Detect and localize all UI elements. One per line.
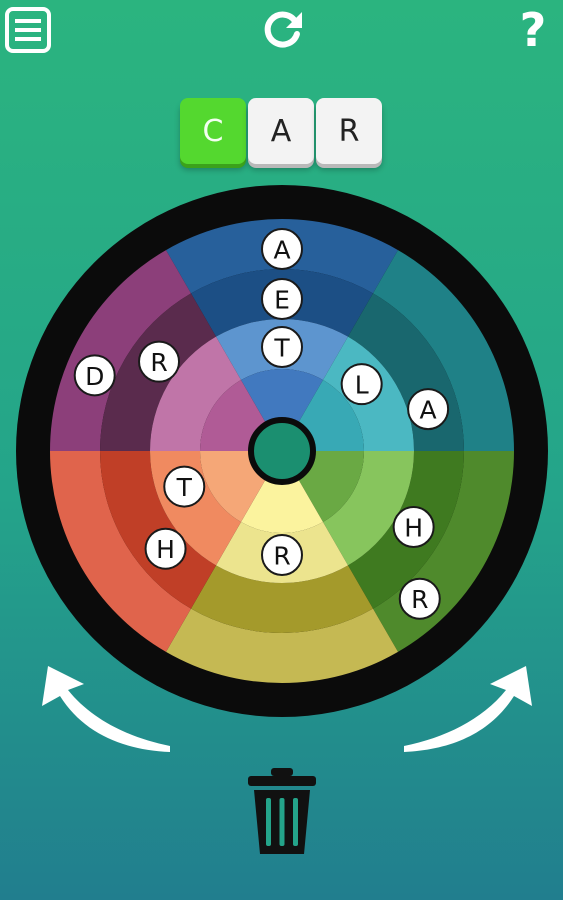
letter-token-circle [407,388,450,431]
wheel-segment-green-2[interactable] [323,451,414,566]
curved-arrow-right-icon [404,666,532,752]
letter-token[interactable]: D [73,354,116,397]
letter-token-label: T [273,334,290,363]
letter-token-label: A [420,396,437,425]
refresh-button[interactable] [258,6,306,54]
letter-token[interactable]: L [340,363,383,406]
letter-token-circle [144,527,187,570]
letter-token-label: R [150,348,167,377]
word-tile-3[interactable]: R [316,98,382,164]
letter-token-label: R [273,542,290,571]
letter-token-circle [138,340,181,383]
letter-token[interactable]: T [261,326,303,368]
trash-can-icon [248,768,316,854]
menu-button[interactable] [4,6,52,54]
refresh-icon [264,11,302,48]
letter-token-circle [392,506,435,548]
letter-token[interactable]: R [398,577,441,620]
word-tile-1[interactable]: C [180,98,246,164]
letter-token-circle [73,354,116,397]
wheel-segment-red-3[interactable] [200,451,267,523]
letter-token[interactable]: E [261,278,303,320]
letter-token[interactable]: R [138,340,181,383]
wheel-center-hub[interactable] [248,417,316,485]
letter-token[interactable]: A [261,228,303,270]
letter-token-label: E [274,286,290,315]
letter-token-label: D [85,362,104,391]
wheel-segment-teal-3[interactable] [297,379,365,451]
letter-token-circle [261,326,303,368]
wheel-segment-teal-0[interactable] [373,250,514,451]
letter-token-circle [163,465,206,508]
letter-token[interactable]: H [392,506,435,548]
curved-arrow-left-icon [42,666,170,752]
trash-button[interactable] [244,764,320,858]
word-tiles: C A R [180,98,382,164]
wheel-segment-blue-3[interactable] [241,368,323,425]
rotate-left-button[interactable] [32,660,182,760]
word-tile-2[interactable]: A [248,98,314,164]
letter-token-label: R [411,585,428,614]
letter-token-label: A [273,236,290,265]
wheel-segment-purple-0[interactable] [50,250,191,451]
wheel-segment-green-3[interactable] [297,451,365,523]
letter-token-circle [261,228,303,270]
wheel-segment-red-0[interactable] [50,451,191,652]
letter-token-label: H [156,535,175,564]
wheel-segment-yellow-1[interactable] [191,565,373,633]
letter-token-label: T [176,473,193,502]
rotate-right-button[interactable] [392,660,542,760]
letter-token[interactable]: T [163,465,206,508]
letter-token-circle [261,278,303,320]
letter-token-label: L [355,371,369,400]
letter-token-circle [261,534,303,576]
letter-token-circle [398,577,441,620]
letter-token[interactable]: H [144,527,187,570]
wheel-segment-yellow-0[interactable] [166,608,398,683]
letter-token-label: H [404,514,423,543]
letter-token[interactable]: R [261,534,303,576]
letter-token-circle [340,363,383,406]
wheel-segment-yellow-3[interactable] [241,477,323,533]
letter-token[interactable]: A [407,388,450,431]
help-button[interactable]: ? [509,6,557,54]
menu-list-icon [5,7,51,53]
wheel-segment-purple-2[interactable] [150,336,241,451]
svg-text:?: ? [520,6,547,54]
wheel-segment-purple-3[interactable] [200,379,267,451]
question-mark-icon: ? [520,6,547,54]
